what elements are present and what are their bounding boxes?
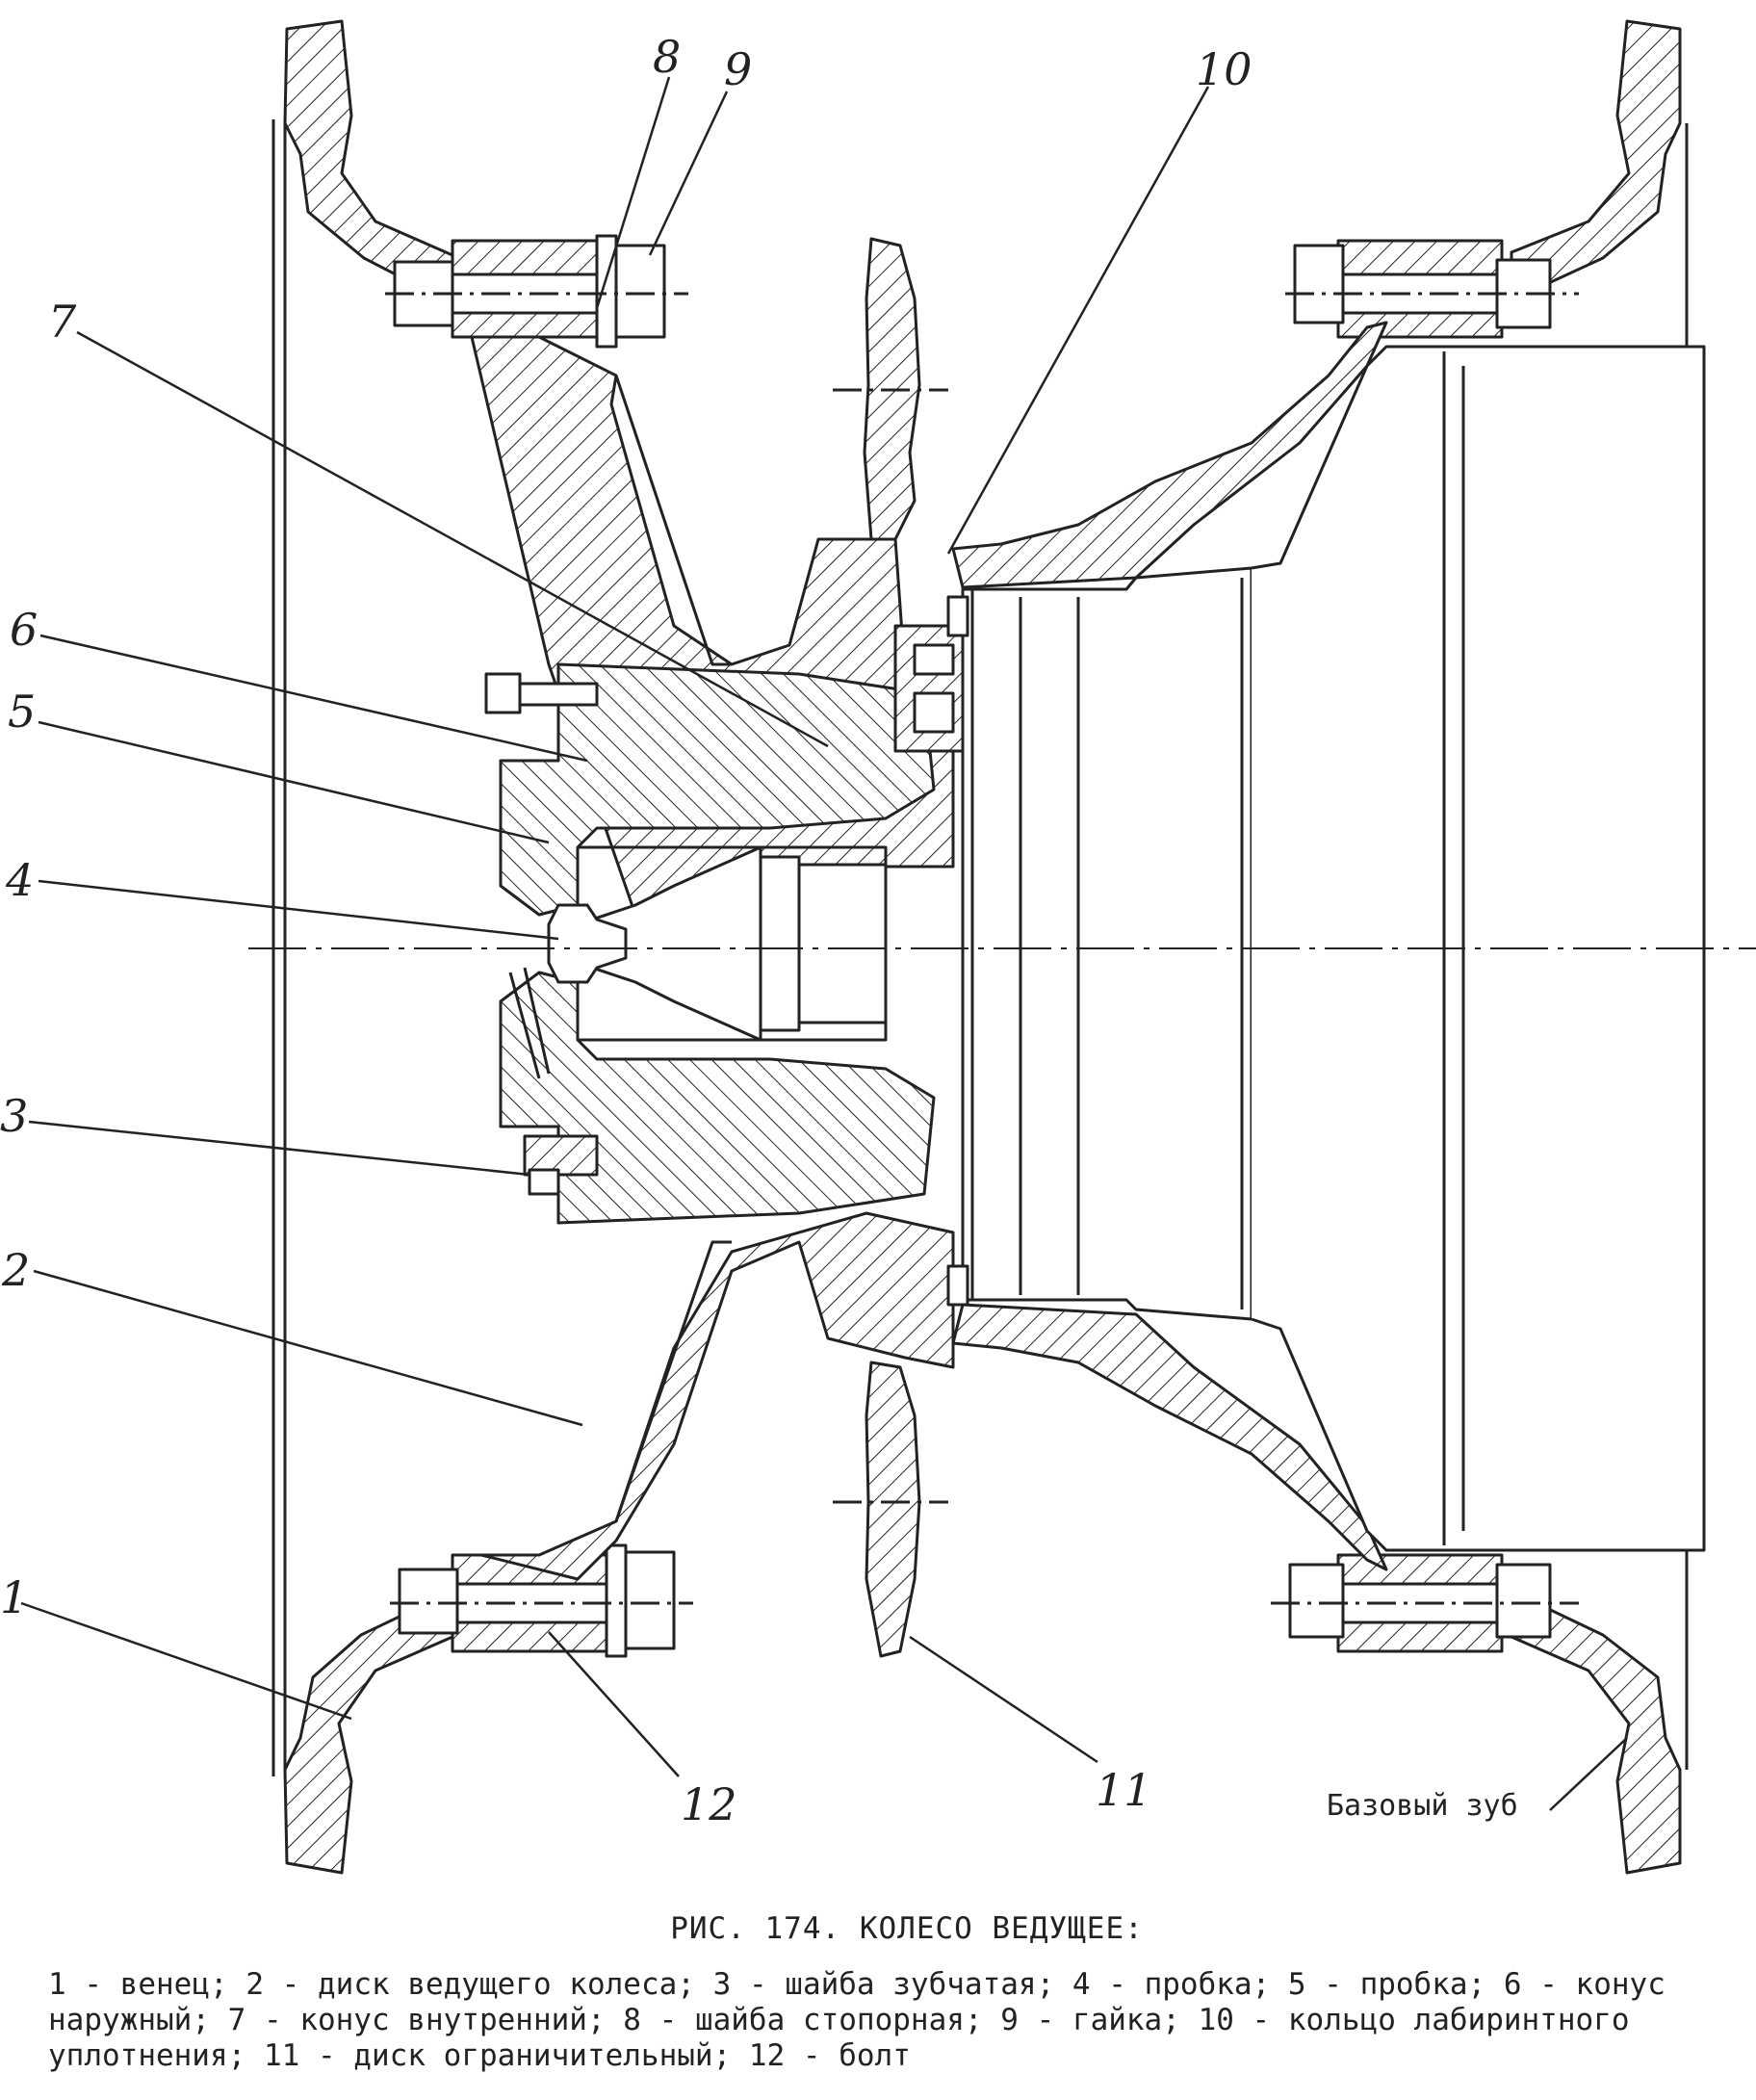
callout-3: 3 xyxy=(0,1090,28,1142)
leader-5 xyxy=(38,720,550,844)
hub-small-bolts xyxy=(484,672,599,1196)
legend-item: 3 - шайба зубчатая xyxy=(713,1967,1072,2002)
callout-12: 12 xyxy=(681,1778,737,1830)
leader-10 xyxy=(946,86,1210,555)
leader-6 xyxy=(39,634,588,763)
leader-11 xyxy=(909,1635,1098,1764)
upper-right-bolt-assembly xyxy=(1285,239,1579,339)
labyrinth-seal-section xyxy=(893,624,974,753)
lower-left-bolt-assembly xyxy=(390,1543,693,1658)
legend-item: 7 - конус внутренний xyxy=(228,2003,624,2037)
leader-2 xyxy=(33,1269,583,1427)
callout-4: 4 xyxy=(5,854,34,906)
callout-2: 2 xyxy=(1,1244,30,1296)
leader-3 xyxy=(28,1120,530,1177)
callout-labels: 1 2 3 4 5 6 7 8 9 10 11 12 Базовый зуб xyxy=(0,31,1518,1830)
right-hub-flange-section xyxy=(951,321,1388,1571)
leader-4 xyxy=(38,879,559,941)
leader-8 xyxy=(595,76,671,309)
wheel-section-drawing: 1 2 3 4 5 6 7 8 9 10 11 12 Базовый зуб xyxy=(0,19,1756,1875)
figure-title: РИС. 174. КОЛЕСО ВЕДУЩЕЕ: xyxy=(670,1911,1144,1946)
leader-base-tooth xyxy=(1549,1737,1628,1811)
leader-1 xyxy=(20,1601,352,1721)
lower-right-bolt-assembly xyxy=(1271,1553,1579,1653)
parts-legend: 1 - венец 2 - диск ведущего колеса 3 - ш… xyxy=(0,1967,1685,2074)
leader-7 xyxy=(76,330,829,748)
legend-item: 9 - гайка xyxy=(1000,2003,1198,2037)
legend-item: 11 - диск ограничительный xyxy=(264,2038,749,2073)
callout-8: 8 xyxy=(653,31,681,83)
callout-10: 10 xyxy=(1196,43,1252,95)
hub-cone-section xyxy=(499,662,936,1225)
figure-caption: РИС. 174. КОЛЕСО ВЕДУЩЕЕ: 1 - венец 2 - … xyxy=(0,1911,1756,2074)
legend-item: 12 - болт xyxy=(748,2038,911,2073)
callout-6: 6 xyxy=(10,604,38,656)
legend-item: 2 - диск ведущего колеса xyxy=(245,1967,712,2002)
callout-5: 5 xyxy=(8,686,36,738)
limit-disc-section xyxy=(833,237,948,1658)
callout-1: 1 xyxy=(0,1571,28,1623)
legend-item: 4 - пробка xyxy=(1072,1967,1288,2002)
leader-9 xyxy=(648,91,729,256)
callout-11: 11 xyxy=(1096,1764,1152,1816)
leader-12 xyxy=(548,1631,680,1777)
legend-item: 5 - пробка xyxy=(1288,1967,1504,2002)
leader-lines xyxy=(20,76,1628,1811)
legend-item: 1 - венец xyxy=(48,1967,245,2002)
legend-item: 8 - шайба стопорная xyxy=(623,2003,1000,2037)
base-tooth-label: Базовый зуб xyxy=(1327,1789,1518,1823)
callout-9: 9 xyxy=(724,43,752,95)
callout-7: 7 xyxy=(48,296,77,348)
